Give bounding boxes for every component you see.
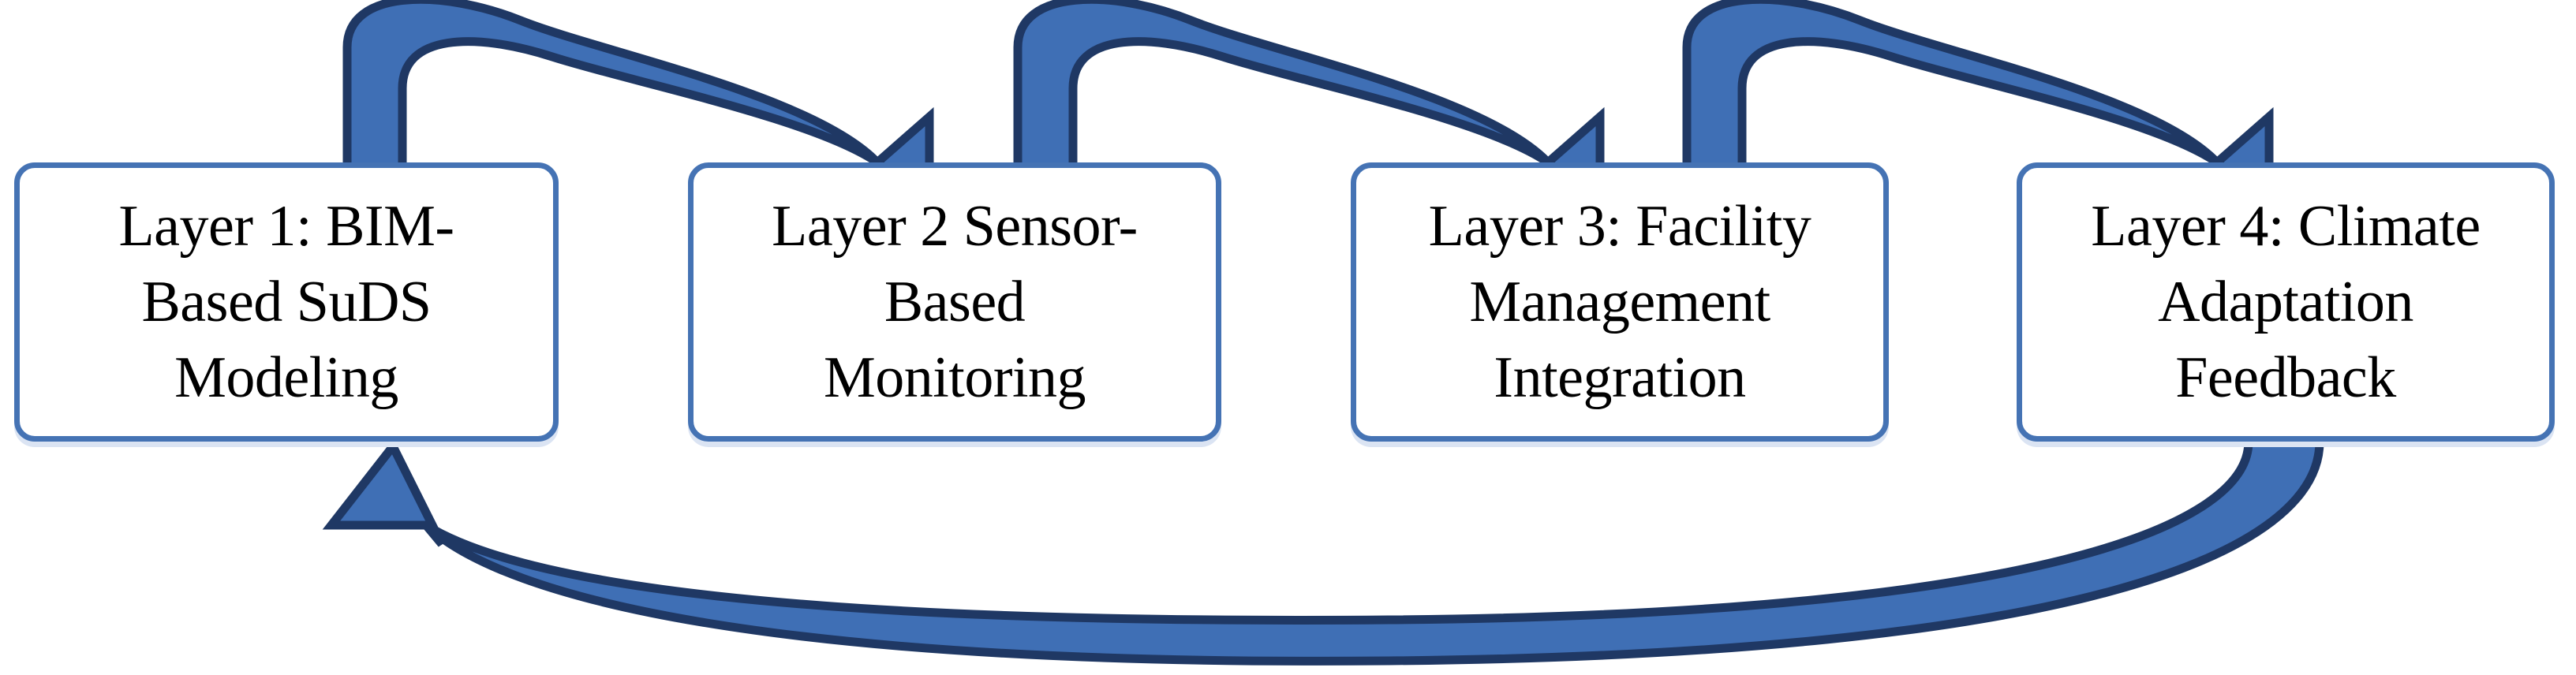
layer-box-2[interactable]: Layer 2 Sensor- Based Monitoring: [688, 162, 1221, 442]
arrow-layer4-to-layer1-feedback: [322, 437, 2324, 666]
layer-box-2-label: Layer 2 Sensor- Based Monitoring: [772, 193, 1138, 411]
arrow-4-body: [322, 437, 2324, 666]
layer-box-4-label: Layer 4: Climate Adaptation Feedback: [2091, 193, 2481, 411]
layer-box-3[interactable]: Layer 3: Facility Management Integration: [1351, 162, 1889, 442]
layer-box-1[interactable]: Layer 1: BIM- Based SuDS Modeling: [14, 162, 559, 442]
layer-box-1-label: Layer 1: BIM- Based SuDS Modeling: [118, 193, 454, 411]
layer-box-4[interactable]: Layer 4: Climate Adaptation Feedback: [2017, 162, 2555, 442]
layer-box-3-label: Layer 3: Facility Management Integration: [1428, 193, 1811, 411]
